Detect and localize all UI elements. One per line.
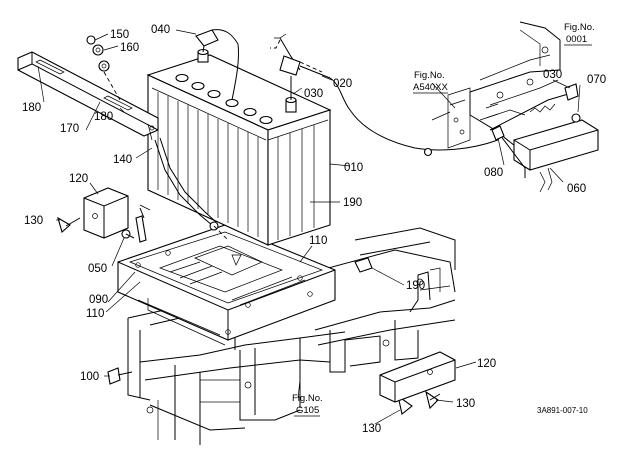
label-150: 150 bbox=[110, 29, 129, 41]
label-160: 160 bbox=[120, 42, 139, 54]
label-110-upper: 110 bbox=[309, 235, 327, 247]
label-130-right: 130 bbox=[456, 398, 475, 410]
tractor-frame bbox=[127, 227, 456, 445]
label-180-left: 180 bbox=[22, 102, 41, 114]
wing-bolt-130-left bbox=[57, 216, 81, 233]
label-030-spring: 030 bbox=[543, 69, 562, 81]
figref-0001-title: Fig.No. bbox=[564, 22, 595, 33]
bolt-050 bbox=[121, 229, 135, 239]
figref-g105-title: Fig.No. bbox=[292, 393, 323, 404]
label-050: 050 bbox=[88, 263, 107, 275]
bolt-100 bbox=[107, 367, 133, 385]
figref-a540xx-title: Fig.No. bbox=[414, 70, 445, 81]
label-070: 070 bbox=[587, 74, 606, 86]
wing-bolt-130-right bbox=[397, 390, 441, 415]
label-100: 100 bbox=[80, 371, 99, 383]
ground-cable bbox=[139, 137, 229, 241]
hold-down-bar bbox=[17, 51, 159, 141]
label-090: 090 bbox=[89, 294, 108, 306]
battery-cables bbox=[195, 29, 499, 151]
drawing-code: 3A891-007-10 bbox=[537, 406, 588, 415]
battery-terminals bbox=[197, 48, 297, 113]
label-190-lower: 190 bbox=[406, 280, 425, 292]
rod-140 bbox=[135, 207, 147, 243]
label-040: 040 bbox=[151, 24, 170, 36]
label-010: 010 bbox=[344, 162, 363, 174]
label-030-battery: 030 bbox=[304, 88, 323, 100]
label-120-right: 120 bbox=[477, 358, 496, 370]
figure-references: Fig.No. 0001 Fig.No. A540XX Fig.No. G105 bbox=[292, 22, 595, 417]
label-170: 170 bbox=[60, 123, 79, 135]
leader-lines bbox=[37, 29, 581, 425]
label-060: 060 bbox=[567, 183, 586, 195]
figref-0001-number: 0001 bbox=[566, 34, 587, 45]
part-labels: 150 160 040 030 020 180 170 180 140 010 … bbox=[22, 24, 606, 435]
bracket-left bbox=[83, 187, 129, 239]
battery-ribs bbox=[157, 92, 315, 240]
figref-a540xx-number: A540XX bbox=[413, 82, 449, 93]
label-020: 020 bbox=[333, 78, 352, 90]
label-180-right: 180 bbox=[94, 111, 113, 123]
label-130-left: 130 bbox=[24, 215, 43, 227]
label-140: 140 bbox=[113, 154, 132, 166]
label-120-left: 120 bbox=[69, 173, 88, 185]
figref-g105-number: G105 bbox=[296, 405, 319, 416]
bolts-150-160 bbox=[86, 35, 121, 101]
label-080: 080 bbox=[484, 167, 503, 179]
bracket-right bbox=[379, 351, 456, 403]
cover-latch-assembly bbox=[423, 83, 599, 193]
battery-tray bbox=[117, 224, 336, 346]
label-130-bottom: 130 bbox=[362, 423, 381, 435]
battery bbox=[146, 48, 332, 246]
battery-caps bbox=[175, 73, 273, 125]
label-110-lower: 110 bbox=[86, 308, 104, 320]
label-190-upper: 190 bbox=[343, 197, 362, 209]
